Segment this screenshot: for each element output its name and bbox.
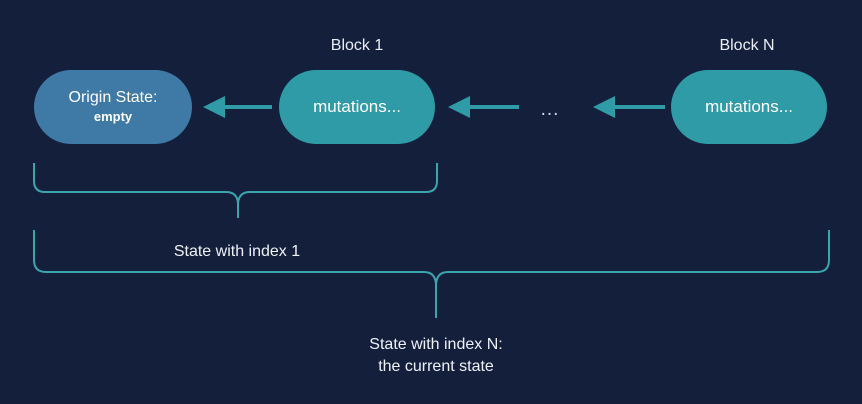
- block-1-mutations-label: mutations...: [313, 97, 401, 117]
- arrow-block1-to-origin-icon: [203, 96, 272, 118]
- arrow-blockn-to-mid-icon: [593, 96, 665, 118]
- block-n-caption: Block N: [719, 37, 775, 54]
- brace-state-n-label-line-2: the current state: [378, 357, 494, 375]
- node-block-1: mutations...: [279, 70, 435, 144]
- node-block-n: mutations...: [671, 70, 827, 144]
- arrow-mid-to-block1-icon: [448, 96, 519, 118]
- block-1-caption: Block 1: [330, 37, 384, 54]
- ellipsis-indicator: ...: [540, 99, 560, 120]
- brace-state-n-label-line-1: State with index N:: [369, 336, 503, 353]
- block-n-mutations-label: mutations...: [705, 97, 793, 117]
- origin-state-value: empty: [93, 108, 133, 124]
- origin-state-title: Origin State:: [68, 89, 158, 107]
- brace-state-1-label: State with index 1: [173, 243, 301, 260]
- brace-state-n-label: State with index N: the current state: [286, 334, 586, 377]
- node-origin-state: Origin State: empty: [34, 70, 192, 144]
- brace-state-1-icon: [33, 163, 438, 218]
